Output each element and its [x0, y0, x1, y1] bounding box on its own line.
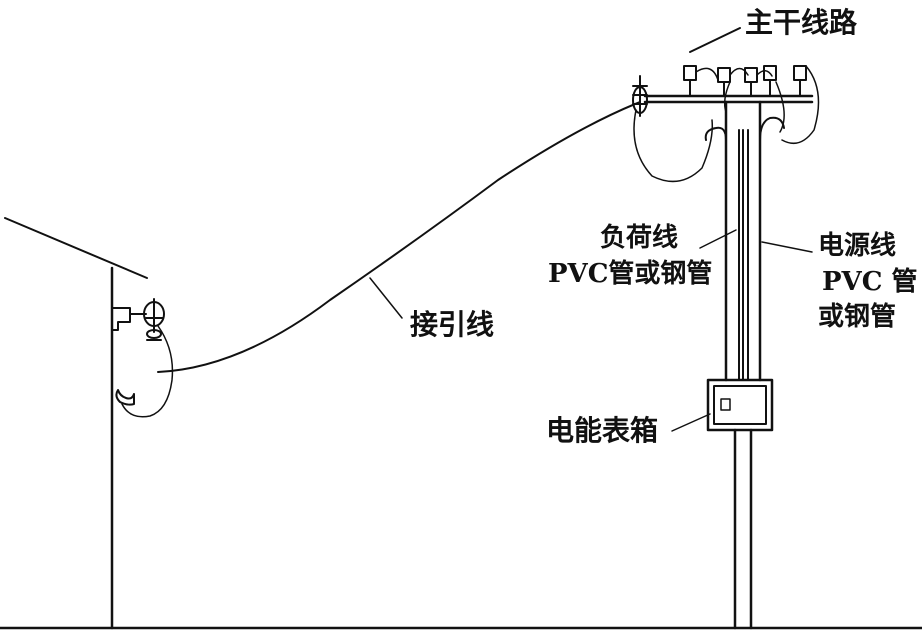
main-line-leader [689, 27, 741, 53]
meter-box-leader [671, 413, 711, 432]
utility-pole [724, 100, 762, 630]
service-drop-wire [157, 101, 641, 373]
house-roof [4, 217, 148, 279]
house-insulator-icon [111, 298, 174, 418]
power-conduit-label: PVC 管 [822, 267, 917, 297]
jumper-wires [633, 27, 820, 183]
service-drop-leader [369, 277, 403, 319]
service-drop-label: 接引线 [410, 308, 494, 341]
house [4, 217, 148, 630]
power-line-label: 电源线 [818, 231, 896, 261]
load-conduit-label: PVC管或钢管 [548, 259, 712, 289]
power-conduit-label-2: 或钢管 [818, 302, 896, 332]
conduit-pipes [704, 116, 785, 381]
power-line-leader [761, 241, 813, 253]
main-line-label: 主干线路 [745, 6, 858, 39]
meter-box-label: 电能表箱 [546, 414, 658, 447]
crossarm-insulator-icon [632, 75, 648, 117]
meter-box [706, 378, 774, 432]
pin-insulators [683, 65, 807, 97]
load-line-label: 负荷线 [600, 223, 678, 253]
load-line-leader [699, 229, 737, 249]
crossarm [643, 94, 814, 104]
